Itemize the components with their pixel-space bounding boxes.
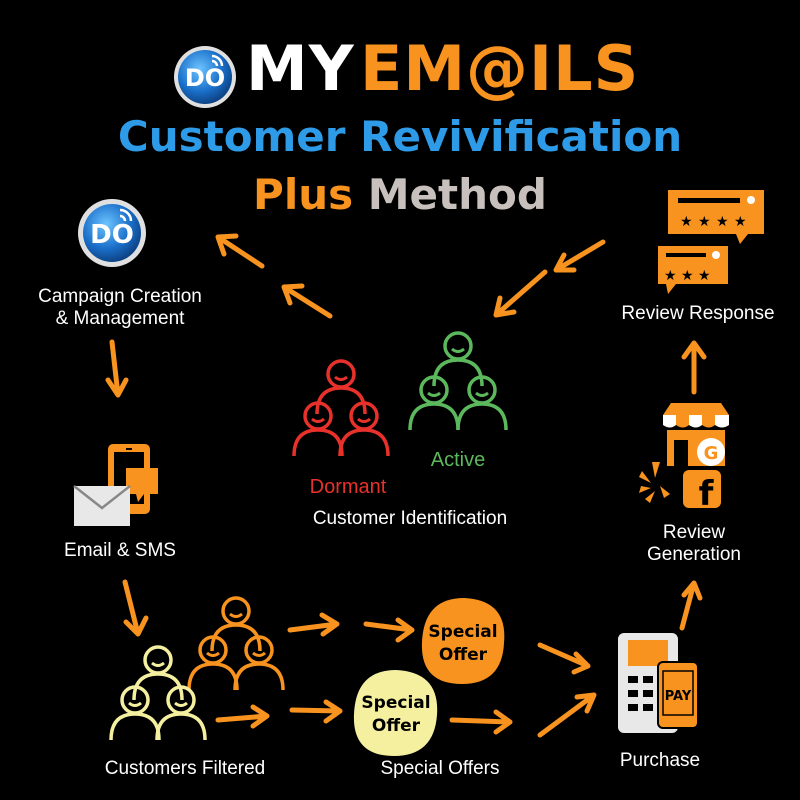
campaign-label: Campaign Creation & Management <box>20 286 220 330</box>
dormant-label: Dormant <box>309 476 387 498</box>
payment-terminal-icon: PAY <box>618 633 699 733</box>
page-title: Customer Revivification <box>117 112 683 161</box>
brand-emails: EM@ILS <box>360 32 640 105</box>
special-offers-label: Special Offers <box>380 758 500 779</box>
special-offer-orange-badge: Special Offer <box>421 598 505 684</box>
svg-text:★: ★ <box>698 214 711 230</box>
campaign-do-icon: DO <box>78 199 146 267</box>
flow-arrows <box>105 233 707 738</box>
do-logo-icon: DO <box>174 46 236 108</box>
campaign-badge-text: DO <box>90 220 134 250</box>
campaign-label-line1: Campaign Creation <box>38 286 202 307</box>
customers-filtered-label: Customers Filtered <box>104 758 266 779</box>
store-icon: G <box>663 403 729 466</box>
svg-text:★: ★ <box>680 214 693 230</box>
facebook-icon: f <box>683 470 721 514</box>
orange-offer-line1: Special <box>428 622 497 642</box>
yelp-icon <box>639 462 670 503</box>
subtitle-plus: Plus <box>253 170 354 219</box>
purchase-label: Purchase <box>619 750 701 771</box>
review-generation-label: Review Generation <box>594 522 794 566</box>
svg-text:★: ★ <box>664 268 677 284</box>
svg-text:★: ★ <box>681 268 694 284</box>
brand-my: MY <box>246 32 355 105</box>
active-customers-icon <box>408 331 508 432</box>
yellow-offer-line1: Special <box>361 693 430 713</box>
email-sms-label: Email & SMS <box>64 540 176 561</box>
review-generation-line2: Generation <box>646 544 741 565</box>
review-response-label: Review Response <box>621 303 775 324</box>
svg-text:★: ★ <box>698 268 711 284</box>
customer-identification-label: Customer Identification <box>312 508 508 529</box>
email-sms-icon <box>73 444 158 526</box>
pay-text: PAY <box>665 689 692 704</box>
filtered-orange-customers-icon <box>187 596 285 692</box>
facebook-f-letter: f <box>699 474 715 514</box>
subtitle-method: Method <box>367 170 547 219</box>
svg-text:★: ★ <box>716 214 729 230</box>
review-bubbles-icon: ★★★★ ★★★ <box>658 190 764 294</box>
active-label: Active <box>430 449 486 471</box>
filtered-yellow-customers-icon <box>109 645 207 742</box>
svg-text:★: ★ <box>734 214 747 230</box>
dormant-customers-icon <box>292 359 390 458</box>
orange-offer-line2: Offer <box>439 645 488 665</box>
yellow-offer-line2: Offer <box>372 716 421 736</box>
google-g-letter: G <box>704 443 719 464</box>
page-subtitle: Plus Method <box>0 170 800 219</box>
campaign-label-line2: & Management <box>55 308 185 329</box>
review-generation-line1: Review <box>662 522 726 543</box>
brand-badge-text: DO <box>185 64 225 92</box>
special-offer-yellow-badge: Special Offer <box>353 670 438 756</box>
